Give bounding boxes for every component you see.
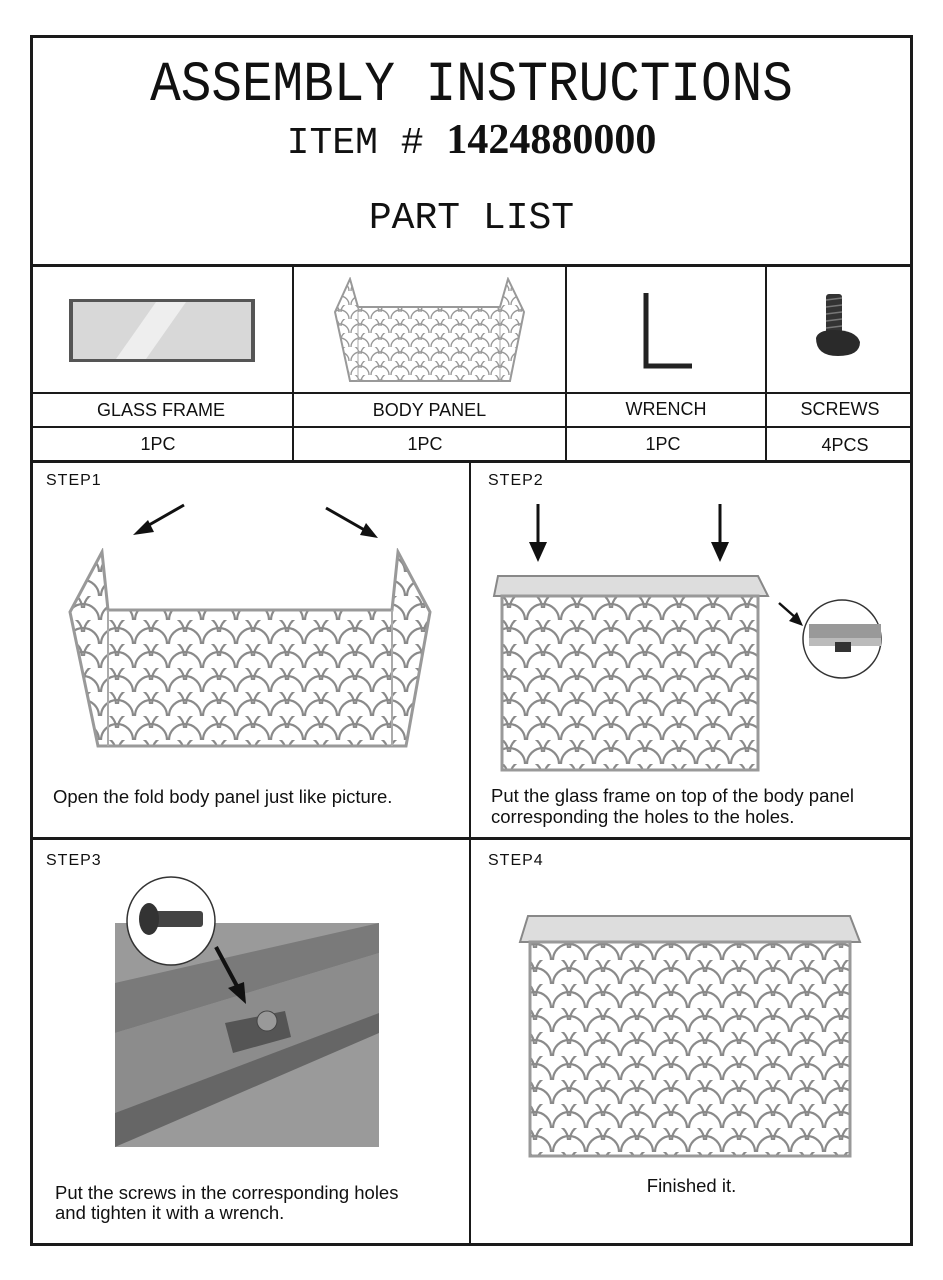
step2-caption-line1: Put the glass frame on top of the body p… (491, 785, 855, 806)
divider (30, 426, 913, 428)
document-title: ASSEMBLY INSTRUCTIONS (150, 55, 793, 118)
step2-label: STEP2 (488, 472, 544, 489)
glass-frame-image (69, 299, 255, 362)
wrench-image (643, 293, 692, 369)
divider (30, 837, 913, 840)
part-qty-screws: 4PCS (821, 435, 869, 455)
part-name-screws: SCREWS (800, 399, 880, 419)
part-name-body-panel: BODY PANEL (372, 400, 487, 420)
divider (765, 264, 767, 462)
part-name-glass-frame: GLASS FRAME (96, 400, 226, 420)
part-qty-wrench: 1PC (645, 434, 681, 454)
arrow-icon (214, 946, 246, 1004)
arrow-icon (325, 506, 378, 538)
step3-caption-line2: and tighten it with a wrench. (55, 1202, 285, 1223)
unfolded-body-panel-image (68, 548, 432, 748)
document-frame (30, 35, 913, 1246)
screw-image (816, 294, 860, 356)
divider (469, 460, 471, 1246)
item-prefix: ITEM # (286, 122, 424, 165)
arrow-down-icon (529, 504, 547, 562)
detail-zoom-circle (802, 599, 882, 679)
step1-label: STEP1 (46, 472, 102, 489)
divider (30, 392, 913, 394)
finished-console-table-image (518, 915, 862, 1158)
screw-detail-circle (126, 876, 216, 966)
step3-label: STEP3 (46, 852, 102, 869)
step4-label: STEP4 (488, 852, 544, 869)
step1-caption: Open the fold body panel just like pictu… (53, 786, 393, 807)
item-number-line: ITEM # 1424880000 (30, 117, 913, 167)
part-qty-body-panel: 1PC (407, 434, 443, 454)
part-name-wrench: WRENCH (625, 399, 707, 419)
divider (292, 264, 294, 462)
divider (30, 460, 913, 463)
part-qty-glass-frame: 1PC (140, 434, 176, 454)
arrow-icon (133, 503, 185, 535)
step4-caption: Finished it. (646, 1175, 737, 1196)
item-number: 1424880000 (446, 117, 657, 163)
step2-caption-line2: corresponding the holes to the holes. (491, 806, 795, 827)
arrow-icon (778, 602, 803, 626)
glass-on-panel-image (492, 575, 770, 772)
step3-caption-line1: Put the screws in the corresponding hole… (55, 1182, 399, 1203)
part-list-title: PART LIST (368, 197, 575, 240)
divider (30, 264, 913, 267)
arrow-down-icon (711, 504, 729, 562)
divider (565, 264, 567, 462)
body-panel-image (333, 277, 526, 382)
